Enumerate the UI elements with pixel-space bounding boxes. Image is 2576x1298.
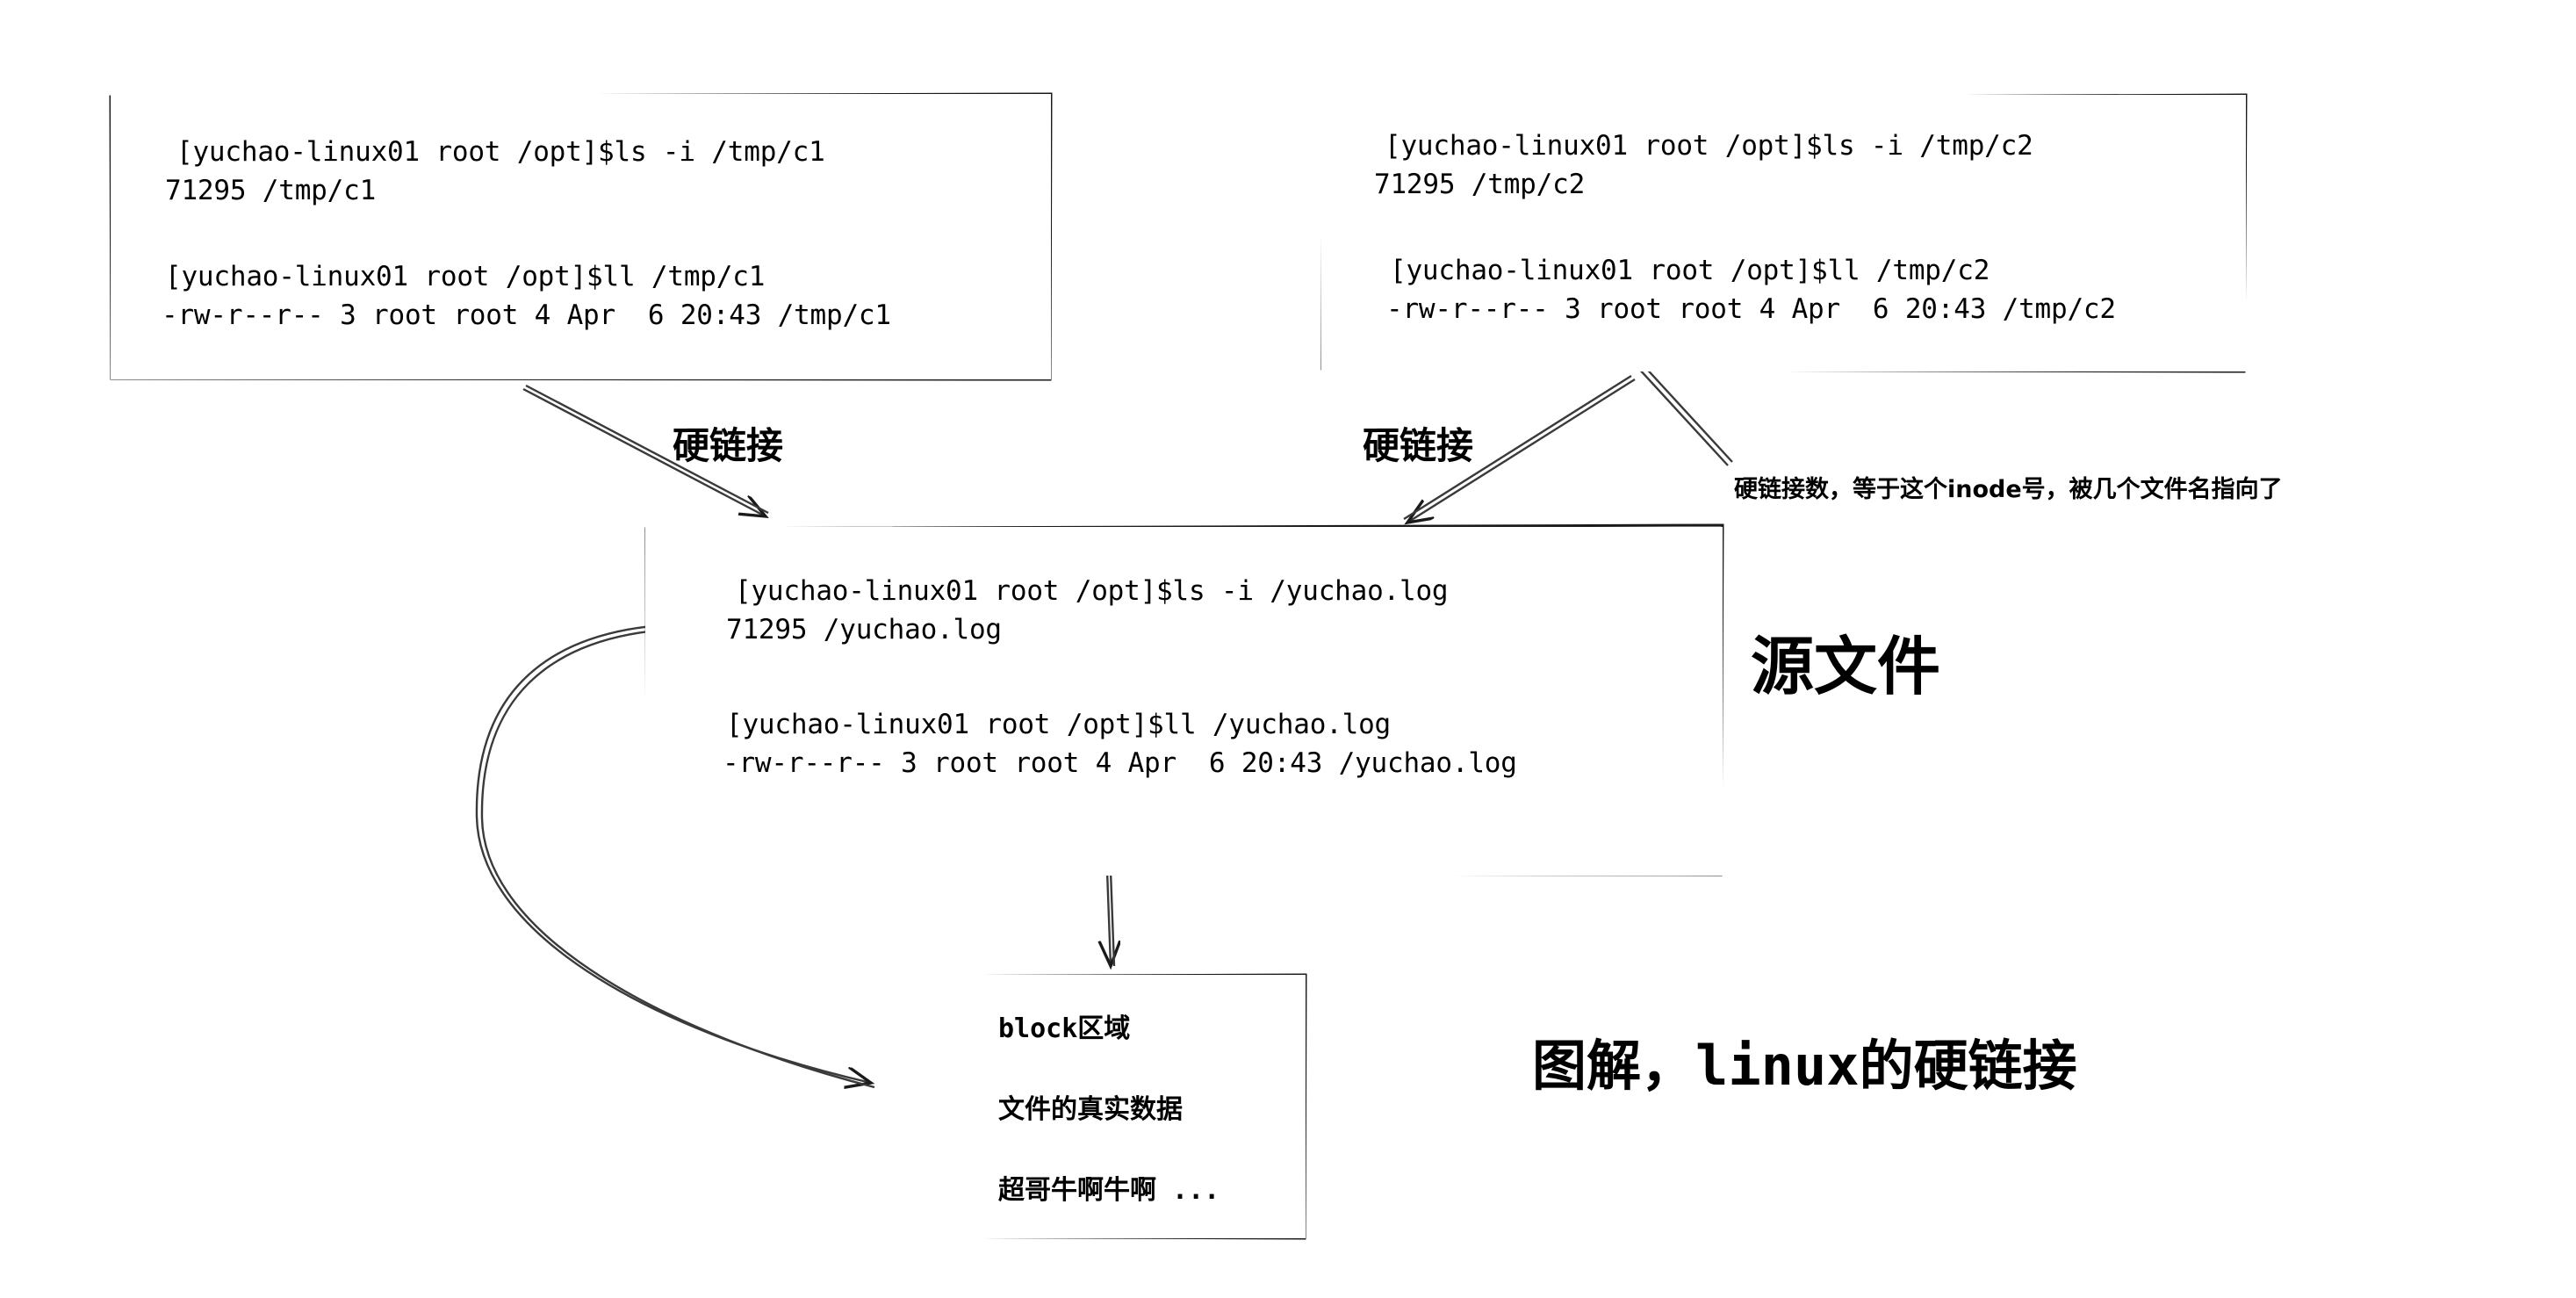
label-hardlink-left: 硬链接 — [673, 424, 784, 467]
c1-line-4: [yuchao-linux01 root /opt]$ll /tmp/c1 — [165, 261, 766, 292]
c1-line-5: -rw-r--r-- 3 root root 4 Apr 6 20:43 /tm… — [162, 299, 891, 331]
terminal-box-source: [yuchao-linux01 root /opt]$ls -i /yuchao… — [645, 527, 1723, 876]
block-line-1: block区域 — [998, 1013, 1131, 1044]
annotation-linkcount: 硬链接数，等于这个inode号，被几个文件名指向了 — [1734, 476, 2283, 503]
c2-line-4: [yuchao-linux01 root /opt]$ll /tmp/c2 — [1390, 255, 1990, 286]
src-line-1: [yuchao-linux01 root /opt]$ls -i /yuchao… — [735, 575, 1449, 607]
c2-line-2: 71295 /tmp/c2 — [1374, 169, 1586, 200]
block-line-3: 超哥牛啊牛啊 ... — [998, 1175, 1220, 1206]
label-source-file: 源文件 — [1751, 630, 1941, 703]
arrow-c2-to-source — [1403, 374, 1636, 523]
src-line-4: [yuchao-linux01 root /opt]$ll /yuchao.lo… — [726, 709, 1392, 740]
c1-line-2: 71295 /tmp/c1 — [165, 175, 377, 206]
terminal-box-c1: [yuchao-linux01 root /opt]$ls -i /tmp/c1… — [111, 94, 1051, 379]
arrow-inode-to-block — [475, 623, 875, 1087]
src-line-5: -rw-r--r-- 3 root root 4 Apr 6 20:43 /yu… — [723, 747, 1517, 779]
arrow-c1-to-source — [522, 384, 768, 516]
c1-line-1: [yuchao-linux01 root /opt]$ls -i /tmp/c1 — [176, 136, 825, 168]
label-hardlink-right: 硬链接 — [1363, 424, 1474, 467]
block-area-box: block区域 文件的真实数据 超哥牛啊牛啊 ... — [878, 975, 1306, 1238]
c2-line-5: -rw-r--r-- 3 root root 4 Apr 6 20:43 /tm… — [1386, 293, 2116, 325]
block-line-2: 文件的真实数据 — [998, 1094, 1183, 1125]
src-line-2: 71295 /yuchao.log — [726, 614, 1002, 645]
terminal-box-c2: [yuchao-linux01 root /opt]$ls -i /tmp/c2… — [1321, 95, 2246, 371]
diagram-title: 图解，linux的硬链接 — [1532, 1034, 2077, 1098]
c2-line-1: [yuchao-linux01 root /opt]$ls -i /tmp/c2 — [1385, 130, 2033, 162]
